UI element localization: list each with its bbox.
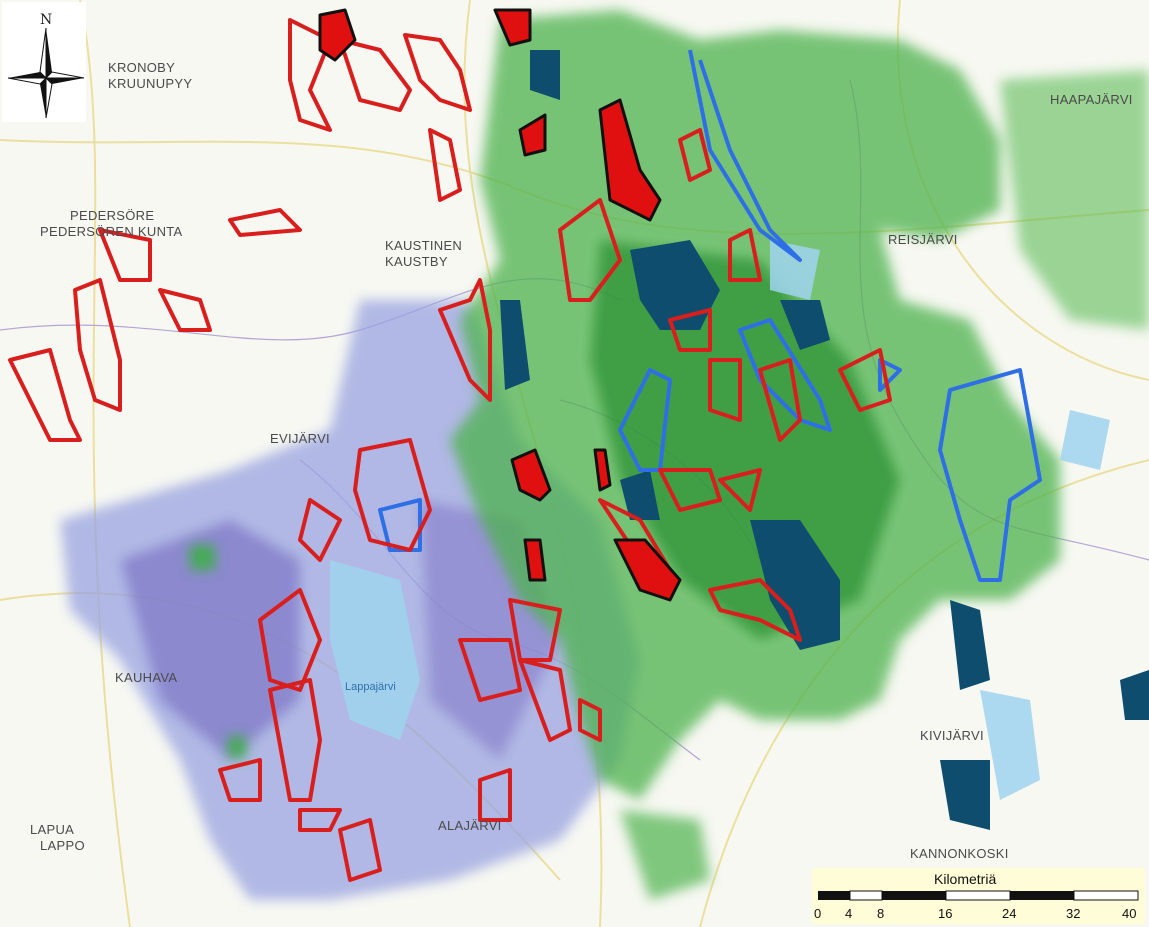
- water-bodies: [500, 50, 1149, 830]
- reference-area-outlines: [378, 49, 1042, 582]
- scale-tick-label: 4: [845, 906, 852, 921]
- light-water: [330, 240, 1110, 800]
- scale-tick-label: 16: [938, 906, 952, 921]
- scale-segment-4-8: [849, 890, 883, 901]
- scale-tick-label: 40: [1122, 906, 1136, 921]
- place-label-kannonkoski: KANNONKOSKI: [910, 846, 1009, 861]
- place-label-kaustby: KAUSTBY: [385, 254, 448, 269]
- compass-rose-icon: [7, 27, 85, 119]
- place-label-alajarvi: ALAJÄRVI: [438, 818, 502, 833]
- scale-tick-label: 8: [877, 906, 884, 921]
- place-label-haapajarvi: HAAPAJÄRVI: [1050, 92, 1133, 107]
- place-label-kruunupyy: KRUUNUPYY: [108, 76, 192, 91]
- place-label-kauhava: KAUHAVA: [115, 670, 177, 685]
- dark-fill-areas: [318, 8, 682, 602]
- scale-tick-label: 24: [1002, 906, 1016, 921]
- scale-bar-title: Kilometriä: [934, 871, 996, 887]
- north-arrow-label: N: [40, 12, 52, 28]
- north-arrow: N: [2, 2, 86, 122]
- place-label-lappo: LAPPO: [40, 838, 85, 853]
- scale-segment-0-4: [818, 891, 850, 900]
- scale-segment-16-24: [945, 890, 1011, 901]
- place-label-kivijarvi: KIVIJÄRVI: [920, 728, 984, 743]
- scale-segment-32-40: [1073, 890, 1139, 901]
- place-label-reisjarvi: REISJÄRVI: [888, 232, 958, 247]
- place-label-lapua: LAPUA: [30, 822, 74, 837]
- place-label-evijarvi: EVIJÄRVI: [270, 431, 330, 446]
- place-label-kaustinen: KAUSTINEN: [385, 238, 462, 253]
- lake-label-lappajarvi: Lappajärvi: [345, 681, 396, 693]
- scale-tick-label: 0: [814, 906, 821, 921]
- place-label-pedersore: PEDERSÖRE: [70, 208, 154, 223]
- place-label-kronoby: KRONOBY: [108, 60, 175, 75]
- scale-segment-8-16: [882, 891, 946, 900]
- place-label-pedersoren-kunta: PEDERSÖREN KUNTA: [40, 224, 183, 239]
- scale-segment-24-32: [1010, 891, 1074, 900]
- scale-bar: Kilometriä 0 4 8 16 24 32 40: [812, 868, 1145, 924]
- scale-tick-label: 32: [1066, 906, 1080, 921]
- sample-area-outlines: [8, 18, 892, 882]
